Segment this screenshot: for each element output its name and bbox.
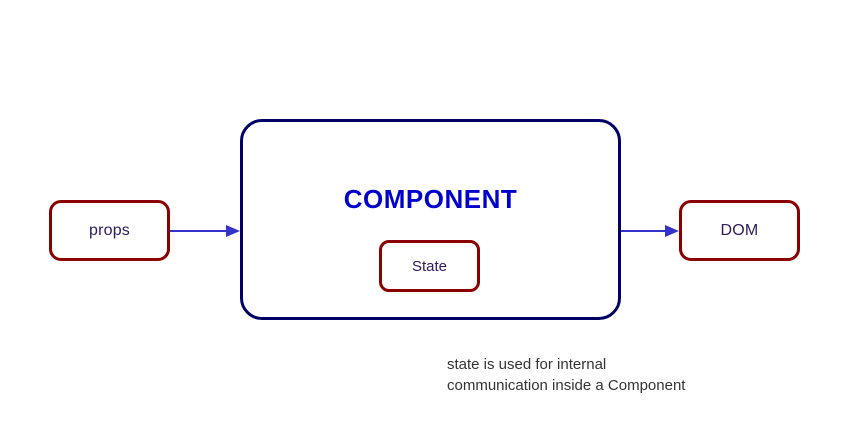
props-to-component-arrow (170, 221, 242, 241)
node-component[interactable]: COMPONENT State (240, 119, 621, 320)
node-dom[interactable]: DOM (679, 200, 800, 261)
node-props-label: props (88, 221, 131, 239)
component-to-dom-arrow (621, 221, 681, 241)
node-state-label: State (411, 257, 448, 275)
node-state[interactable]: State (379, 240, 480, 292)
caption-line-1: state is used for internal (447, 356, 607, 373)
node-props[interactable]: props (49, 200, 170, 261)
component-title: COMPONENT (343, 184, 518, 214)
node-dom-label: DOM (720, 221, 759, 239)
caption-line-2: communication inside a Component (447, 377, 686, 394)
